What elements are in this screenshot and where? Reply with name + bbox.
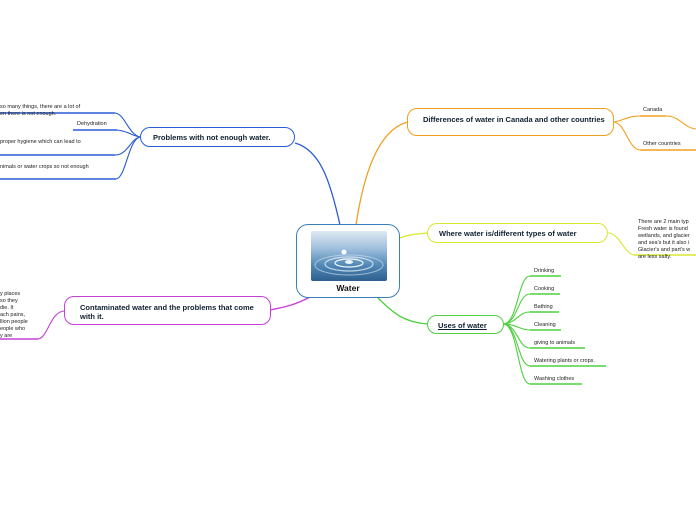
contaminated-leaf-text[interactable]: y places so they die. It ach pains, llio… xyxy=(0,291,28,339)
differences-leaf-other[interactable]: Other countries xyxy=(643,141,681,147)
branch-problems[interactable]: Problems with not enough water. xyxy=(140,127,295,147)
branch-differences-title: Differences of water in Canada and other… xyxy=(423,115,605,124)
link-differences xyxy=(355,121,409,226)
branch-types[interactable]: Where water is/different types of water xyxy=(427,223,608,243)
differences-leaf-canada[interactable]: Canada xyxy=(643,107,663,113)
branch-problems-title: Problems with not enough water. xyxy=(153,133,271,142)
differences-leaf-links xyxy=(613,115,696,151)
problems-leaf-4[interactable]: nimals or water crops so not enough xyxy=(0,164,89,170)
water-drop-image xyxy=(311,231,387,281)
problems-leaf-links xyxy=(114,112,141,180)
uses-leaf-cleaning[interactable]: Cleaning xyxy=(534,322,556,328)
link-problems xyxy=(294,142,341,226)
uses-leaf-underlines xyxy=(530,275,606,385)
types-leaf-text[interactable]: There are 2 main typ Fresh water is foun… xyxy=(638,219,691,260)
link-contaminated xyxy=(269,296,311,311)
uses-leaf-cooking[interactable]: Cooking xyxy=(534,286,555,292)
branch-differences[interactable]: Differences of water in Canada and other… xyxy=(407,108,614,136)
problems-leaf-2[interactable]: Dehydration xyxy=(77,121,107,127)
problems-leaf-underlines xyxy=(0,112,117,180)
link-types xyxy=(399,232,428,239)
branch-uses[interactable]: Uses of water xyxy=(427,315,504,334)
contaminated-leaf-link xyxy=(37,310,65,340)
link-uses xyxy=(377,297,428,325)
branch-types-title: Where water is/different types of water xyxy=(439,229,577,238)
problems-leaf-3[interactable]: proper hygiene which can lead to xyxy=(0,139,81,145)
branch-contaminated-title: Contaminated water and the problems that… xyxy=(80,303,254,321)
uses-leaf-drinking[interactable]: Drinking xyxy=(534,268,555,274)
central-title: Water xyxy=(336,283,360,293)
differences-leaf-underlines xyxy=(640,115,696,151)
problems-leaf-1[interactable]: so many things, there are a lot of en th… xyxy=(0,104,81,117)
uses-leaf-plants[interactable]: Watering plants or crops. xyxy=(534,358,595,364)
uses-leaf-animals[interactable]: giving to animals xyxy=(534,340,575,346)
uses-leaf-bathing[interactable]: Bathing xyxy=(534,304,553,310)
uses-leaf-clothes[interactable]: Washing clothes xyxy=(534,376,575,382)
central-topic[interactable]: Water xyxy=(296,224,400,298)
uses-leaf-links xyxy=(503,275,531,385)
branch-contaminated[interactable]: Contaminated water and the problems that… xyxy=(64,296,271,325)
branch-uses-title: Uses of water xyxy=(438,321,487,330)
types-leaf-link xyxy=(607,232,635,256)
water-ripple-icon xyxy=(314,248,384,276)
